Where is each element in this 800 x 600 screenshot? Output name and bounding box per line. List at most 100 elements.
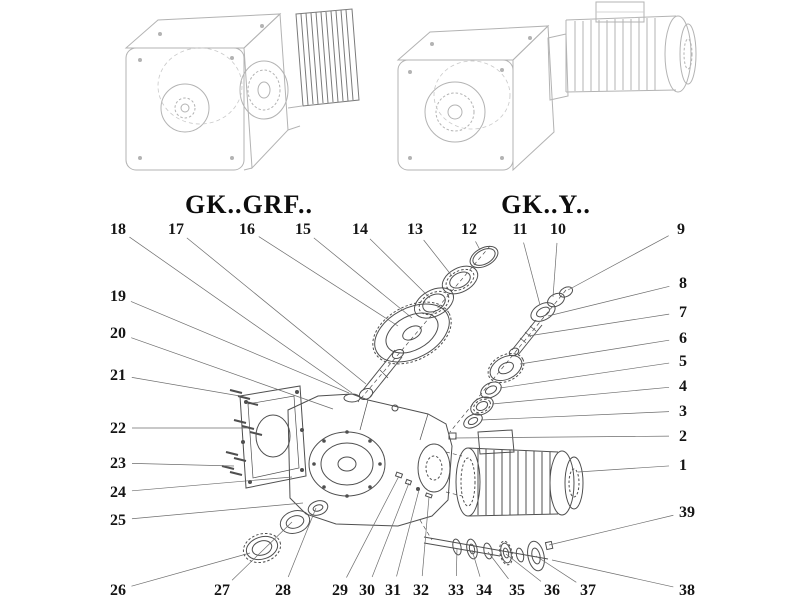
callout-number-38: 38 xyxy=(679,582,695,599)
leader-line-6 xyxy=(519,339,670,365)
callout-number-27: 27 xyxy=(214,582,230,599)
leader-line-4 xyxy=(491,386,670,405)
leader-line-2 xyxy=(454,435,670,439)
callout-number-28: 28 xyxy=(275,582,291,599)
callout-number-31: 31 xyxy=(385,582,401,599)
callout-number-22: 22 xyxy=(110,420,126,437)
ribbed-cover xyxy=(295,8,360,107)
exploded-view xyxy=(221,245,584,572)
mounting-flange xyxy=(239,385,307,489)
input-shaft-stack xyxy=(448,286,574,440)
leader-line-26 xyxy=(131,552,251,587)
callout-number-14: 14 xyxy=(352,221,368,238)
callout-number-34: 34 xyxy=(476,582,492,599)
input-pinion-shaft xyxy=(508,319,543,357)
leader-line-21 xyxy=(131,377,241,397)
callout-number-25: 25 xyxy=(110,512,126,529)
model-title-y: GK..Y.. xyxy=(501,190,591,219)
gearbox-grf-drawing xyxy=(124,8,360,171)
main-shaft xyxy=(358,348,405,401)
leader-line-20 xyxy=(131,337,334,410)
callout-number-3: 3 xyxy=(679,403,687,420)
leader-line-18 xyxy=(129,236,353,394)
callout-number-15: 15 xyxy=(295,221,311,238)
gearbox-y-drawing xyxy=(396,1,697,172)
leader-line-37 xyxy=(535,555,577,583)
callout-number-29: 29 xyxy=(332,582,348,599)
callout-number-2: 2 xyxy=(679,428,687,445)
callout-number-18: 18 xyxy=(110,221,126,238)
callout-number-16: 16 xyxy=(239,221,255,238)
output-shaft-assembly xyxy=(423,536,554,572)
leader-line-23 xyxy=(131,463,235,467)
leader-line-13 xyxy=(423,239,453,277)
callout-number-6: 6 xyxy=(679,330,687,347)
terminal-box xyxy=(477,429,515,455)
leader-line-12 xyxy=(475,241,481,251)
leader-line-3 xyxy=(480,411,670,421)
leader-line-10 xyxy=(552,242,558,298)
leader-line-38 xyxy=(551,559,674,588)
leader-line-29 xyxy=(346,475,400,578)
callout-number-33: 33 xyxy=(448,582,464,599)
callout-number-20: 20 xyxy=(110,325,126,342)
main-shaft-stack xyxy=(358,245,499,401)
callout-number-10: 10 xyxy=(550,221,566,238)
motor-drawing xyxy=(547,1,697,101)
callout-number-32: 32 xyxy=(413,582,429,599)
callout-number-26: 26 xyxy=(110,582,126,599)
callout-number-37: 37 xyxy=(580,582,596,599)
callout-number-13: 13 xyxy=(407,221,423,238)
leader-line-7 xyxy=(527,313,670,337)
leader-line-36 xyxy=(505,553,542,582)
leader-line-8 xyxy=(547,285,670,317)
callout-number-11: 11 xyxy=(512,221,527,238)
callout-number-8: 8 xyxy=(679,275,687,292)
callout-number-21: 21 xyxy=(110,367,126,384)
output-bearing-rings xyxy=(242,500,329,564)
callout-number-12: 12 xyxy=(461,221,477,238)
flange-bolts xyxy=(221,389,263,476)
leader-line-1 xyxy=(577,465,670,473)
gear-housing xyxy=(287,393,453,527)
axis-line-main xyxy=(357,245,491,403)
leader-line-16 xyxy=(258,236,399,327)
callout-number-35: 35 xyxy=(509,582,525,599)
electric-motor xyxy=(445,429,584,517)
leader-line-32 xyxy=(421,496,430,577)
axis-line-output xyxy=(419,519,433,541)
callout-number-9: 9 xyxy=(677,221,685,238)
model-title-grf: GK..GRF.. xyxy=(185,190,313,219)
leader-line-15 xyxy=(313,237,413,319)
leader-line-17 xyxy=(186,237,367,385)
keys-and-plugs xyxy=(394,471,433,499)
callout-number-36: 36 xyxy=(544,582,560,599)
leader-line-34 xyxy=(471,549,481,577)
leader-line-33 xyxy=(455,547,458,577)
leader-line-25 xyxy=(131,502,304,520)
callout-number-19: 19 xyxy=(110,288,126,305)
plug xyxy=(448,432,457,440)
leader-line-35 xyxy=(487,551,509,580)
callout-number-4: 4 xyxy=(679,378,687,395)
leader-line-39 xyxy=(548,514,674,546)
leader-line-30 xyxy=(371,482,410,578)
leader-line-24 xyxy=(131,476,293,492)
axis-line-input xyxy=(449,289,567,433)
callout-number-17: 17 xyxy=(168,221,184,238)
callout-number-1: 1 xyxy=(679,457,687,474)
leader-line-19 xyxy=(130,301,350,394)
leader-line-31 xyxy=(396,489,420,577)
leader-line-14 xyxy=(369,238,431,299)
leader-line-27 xyxy=(231,521,293,581)
callout-number-5: 5 xyxy=(679,353,687,370)
leader-line-9 xyxy=(567,235,669,291)
leader-line-5 xyxy=(499,362,670,389)
callout-number-30: 30 xyxy=(359,582,375,599)
callout-number-23: 23 xyxy=(110,455,126,472)
callout-number-39: 39 xyxy=(679,504,695,521)
callout-number-7: 7 xyxy=(679,304,687,321)
